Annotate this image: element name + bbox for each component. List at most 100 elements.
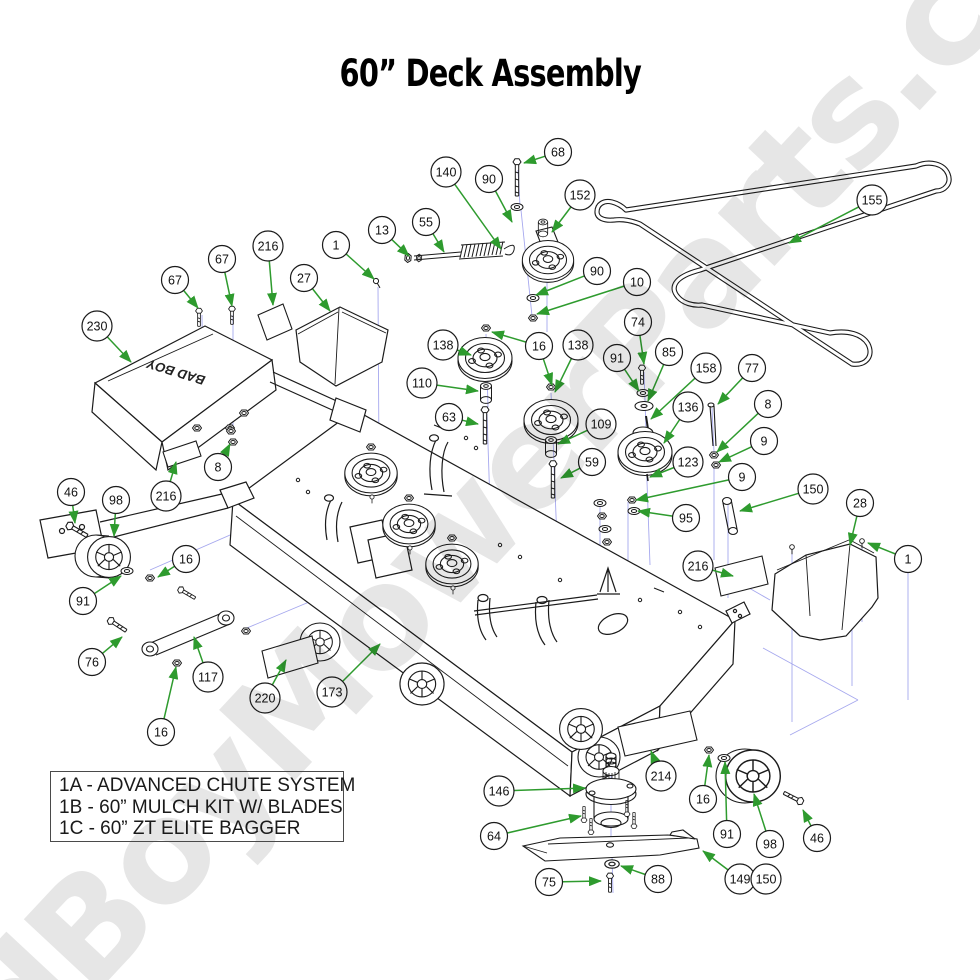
callout-149[interactable]: 149 (702, 850, 756, 895)
callout-90[interactable]: 90 (535, 256, 612, 296)
callout-circle[interactable] (753, 389, 783, 419)
callout-152[interactable]: 152 (551, 179, 596, 233)
callout-circle[interactable] (737, 353, 767, 383)
callout-173[interactable]: 173 (316, 643, 381, 708)
callout-circle[interactable] (577, 447, 607, 477)
callout-circle[interactable] (727, 462, 757, 492)
callout-138[interactable]: 138 (554, 329, 594, 393)
callout-95[interactable]: 95 (637, 503, 701, 533)
callout-9[interactable]: 9 (635, 462, 757, 503)
callout-230[interactable]: 230 (81, 310, 132, 363)
callout-circle[interactable] (797, 473, 829, 505)
callout-circle[interactable] (845, 488, 875, 518)
callout-circle[interactable] (160, 265, 190, 295)
callout-216[interactable]: 216 (150, 461, 182, 512)
callout-67[interactable]: 67 (207, 244, 237, 307)
callout-circle[interactable] (534, 867, 564, 897)
callout-circle[interactable] (690, 352, 722, 384)
callout-67[interactable]: 67 (160, 265, 199, 309)
callout-10[interactable]: 10 (536, 267, 652, 316)
callout-circle[interactable] (427, 329, 459, 361)
callout-circle[interactable] (893, 544, 923, 574)
callout-circle[interactable] (146, 717, 176, 747)
callout-55[interactable]: 55 (411, 207, 445, 253)
callout-circle[interactable] (564, 179, 596, 211)
callout-circle[interactable] (316, 676, 348, 708)
callout-220[interactable]: 220 (249, 659, 287, 714)
callout-46[interactable]: 46 (56, 477, 86, 524)
callout-circle[interactable] (750, 863, 782, 895)
callout-88[interactable]: 88 (620, 864, 673, 894)
callout-circle[interactable] (192, 661, 224, 693)
callout-circle[interactable] (643, 864, 673, 894)
callout-90[interactable]: 90 (474, 164, 513, 223)
callout-circle[interactable] (688, 784, 718, 814)
callout-216[interactable]: 216 (682, 550, 734, 582)
callout-91[interactable]: 91 (712, 761, 742, 849)
callout-circle[interactable] (749, 426, 779, 456)
callout-circle[interactable] (474, 164, 504, 194)
callout-circle[interactable] (289, 263, 319, 293)
callout-circle[interactable] (682, 550, 714, 582)
callout-16[interactable]: 16 (491, 330, 554, 386)
callout-216[interactable]: 216 (252, 230, 284, 306)
callout-68[interactable]: 68 (523, 137, 573, 167)
callout-circle[interactable] (562, 329, 594, 361)
callout-1[interactable]: 1 (321, 230, 375, 280)
callout-circle[interactable] (81, 310, 113, 342)
callout-circle[interactable] (77, 647, 107, 677)
callout-76[interactable]: 76 (77, 636, 123, 677)
callout-circle[interactable] (602, 343, 632, 373)
callout-75[interactable]: 75 (534, 867, 602, 897)
callout-circle[interactable] (252, 230, 284, 262)
callout-circle[interactable] (203, 452, 233, 482)
callout-138[interactable]: 138 (427, 329, 472, 361)
callout-16[interactable]: 16 (157, 544, 201, 578)
callout-circle[interactable] (712, 819, 742, 849)
callout-circle[interactable] (171, 544, 201, 574)
callout-circle[interactable] (671, 503, 701, 533)
callout-28[interactable]: 28 (845, 488, 875, 546)
callout-46[interactable]: 46 (802, 809, 832, 853)
callout-9[interactable]: 9 (718, 426, 779, 463)
callout-circle[interactable] (623, 307, 653, 337)
callout-63[interactable]: 63 (434, 402, 479, 432)
callout-150[interactable]: 150 (750, 863, 782, 895)
callout-91[interactable]: 91 (602, 343, 640, 392)
callout-circle[interactable] (411, 207, 441, 237)
callout-circle[interactable] (755, 829, 785, 859)
callout-16[interactable]: 16 (688, 754, 718, 814)
callout-214[interactable]: 214 (645, 750, 677, 792)
callout-110[interactable]: 110 (406, 367, 479, 399)
callout-91[interactable]: 91 (68, 575, 122, 616)
callout-circle[interactable] (524, 331, 554, 361)
callout-circle[interactable] (101, 485, 131, 515)
callout-circle[interactable] (479, 821, 509, 851)
callout-150[interactable]: 150 (739, 473, 829, 513)
callout-circle[interactable] (672, 391, 704, 423)
callout-8[interactable]: 8 (716, 389, 783, 453)
callout-circle[interactable] (207, 244, 237, 274)
callout-117[interactable]: 117 (192, 636, 224, 693)
callout-140[interactable]: 140 (430, 156, 502, 250)
callout-13[interactable]: 13 (367, 215, 410, 257)
callout-circle[interactable] (585, 408, 617, 440)
callout-8[interactable]: 8 (203, 443, 233, 482)
callout-59[interactable]: 59 (560, 447, 607, 479)
callout-85[interactable]: 85 (647, 337, 684, 402)
callout-circle[interactable] (543, 137, 573, 167)
callout-136[interactable]: 136 (663, 391, 704, 444)
callout-circle[interactable] (406, 367, 438, 399)
callout-123[interactable]: 123 (649, 446, 704, 478)
callout-74[interactable]: 74 (623, 307, 653, 365)
callout-155[interactable]: 155 (788, 184, 888, 244)
callout-circle[interactable] (68, 586, 98, 616)
callout-circle[interactable] (582, 256, 612, 286)
callout-circle[interactable] (622, 267, 652, 297)
callout-98[interactable]: 98 (752, 793, 785, 859)
callout-circle[interactable] (249, 682, 281, 714)
callout-146[interactable]: 146 (483, 775, 586, 807)
callout-circle[interactable] (430, 156, 462, 188)
callout-1[interactable]: 1 (867, 542, 923, 574)
callout-98[interactable]: 98 (101, 485, 131, 537)
